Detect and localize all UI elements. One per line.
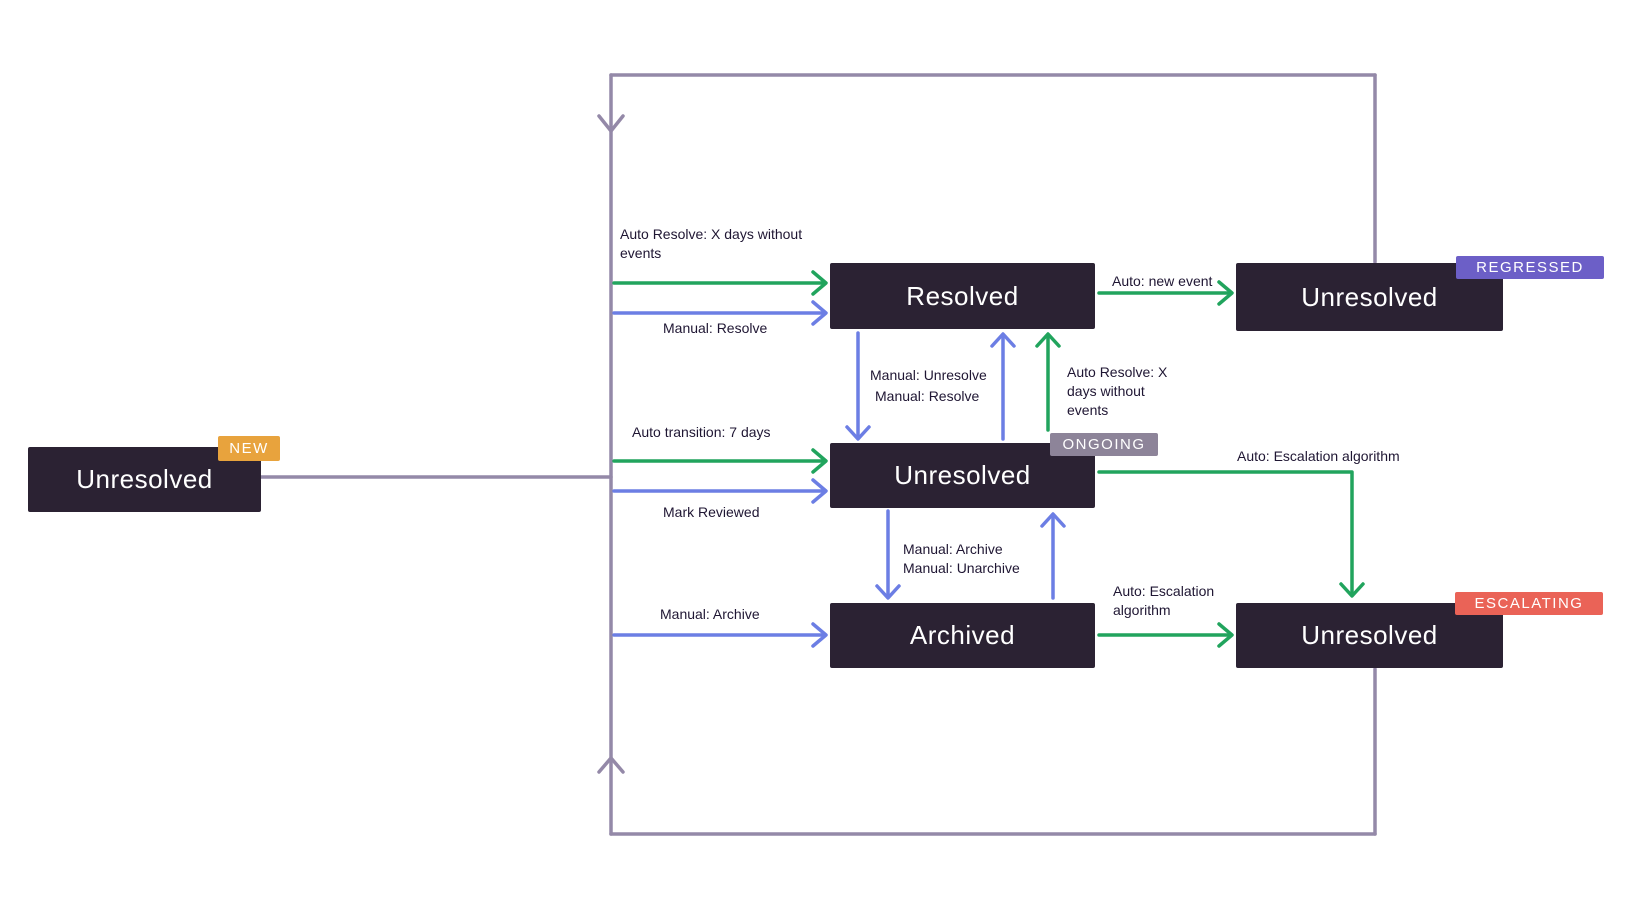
arrowhead <box>1339 582 1365 598</box>
arrowhead <box>845 425 871 441</box>
status-badge-ongoing: ONGOING <box>1050 433 1158 456</box>
state-label: Unresolved <box>1301 281 1438 312</box>
edge-label-auto-resolve-mid: Auto Resolve: X days without events <box>1067 364 1168 418</box>
arrowhead <box>1217 622 1234 648</box>
edge-label-auto-new-event: Auto: new event <box>1112 273 1213 289</box>
edge-label-manual-unresolve: Manual: Unresolve <box>870 367 987 383</box>
edge-label-auto-escalation-right: Auto: Escalation algorithm <box>1237 448 1400 464</box>
loop-down-arrow-icon <box>597 114 625 133</box>
loop-up-arrow-icon <box>597 756 625 774</box>
arrowhead <box>811 448 828 474</box>
edge-label-manual-archive-left: Manual: Archive <box>660 606 760 622</box>
state-label: Unresolved <box>894 460 1031 490</box>
state-box-archived: Archived <box>830 603 1095 668</box>
status-badge-escalating: ESCALATING <box>1455 592 1603 615</box>
state-label: Resolved <box>906 280 1019 311</box>
arrowhead <box>875 584 901 600</box>
state-box-resolved: Resolved <box>830 263 1095 329</box>
arrowhead <box>811 622 828 648</box>
arrowhead <box>811 270 828 296</box>
arrowhead <box>811 478 828 504</box>
arrowhead <box>1035 332 1061 348</box>
edge-label-auto-escalation-bottom: Auto: Escalation algorithm <box>1113 583 1215 618</box>
status-badge-new: NEW <box>218 436 280 461</box>
state-label: Unresolved <box>1301 620 1438 650</box>
status-badge-regressed: REGRESSED <box>1456 256 1604 279</box>
edge-label-manual-resolve-mid: Manual: Resolve <box>875 388 980 404</box>
state-label: Unresolved <box>76 464 213 494</box>
edge-label-auto-transition: Auto transition: 7 days <box>632 424 771 440</box>
arrowhead <box>1217 280 1234 306</box>
edge-label-mark-reviewed: Mark Reviewed <box>663 504 760 520</box>
edge-label-manual-archive-unarchive: Manual: Archive Manual: Unarchive <box>903 541 1020 576</box>
arrowhead <box>990 332 1016 348</box>
edge-auto-escalation-right <box>1097 470 1354 596</box>
state-label: Archived <box>909 620 1016 650</box>
edge-label-auto-resolve-top: Auto Resolve: X days without events <box>620 226 803 261</box>
arrowhead <box>1040 512 1066 528</box>
arrowhead <box>811 300 828 326</box>
edge-label-manual-resolve-top: Manual: Resolve <box>663 320 768 336</box>
